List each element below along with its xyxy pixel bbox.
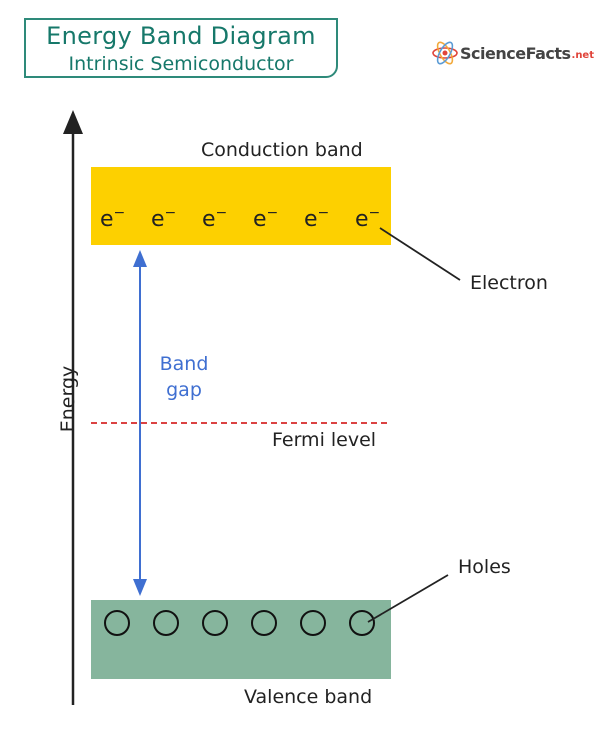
fermi-level-label: Fermi level	[272, 429, 377, 451]
hole	[104, 610, 130, 636]
electron-label: Electron	[470, 272, 548, 294]
band-gap-label-line2: gap	[166, 379, 202, 401]
electron: e−	[202, 205, 228, 232]
electron: e−	[355, 205, 381, 232]
band-gap-label: Band gap	[144, 351, 224, 403]
energy-axis-arrowhead	[63, 110, 83, 134]
electron: e−	[304, 205, 330, 232]
conduction-band-label: Conduction band	[201, 139, 363, 161]
valence-band	[91, 600, 391, 679]
electron: e−	[253, 205, 279, 232]
electron-pointer-line	[379, 227, 461, 281]
hole	[349, 610, 375, 636]
energy-axis-label: Energy	[57, 365, 79, 433]
diagram-title: Energy Band Diagram	[46, 22, 316, 50]
hole	[251, 610, 277, 636]
electron: e−	[151, 205, 177, 232]
holes-pointer-line	[367, 574, 449, 623]
logo-text: ScienceFacts	[460, 43, 571, 63]
title-box: Energy Band Diagram Intrinsic Semiconduc…	[24, 18, 338, 78]
holes-group	[104, 610, 375, 636]
valence-band-label: Valence band	[244, 686, 373, 708]
hole	[153, 610, 179, 636]
atom-icon	[432, 41, 458, 65]
sciencefacts-logo: ScienceFacts .net	[430, 40, 594, 66]
holes-label: Holes	[458, 556, 511, 578]
conduction-band	[91, 167, 391, 245]
hole	[300, 610, 326, 636]
electron: e−	[100, 205, 126, 232]
logo-suffix: .net	[571, 49, 594, 61]
diagram-subtitle: Intrinsic Semiconductor	[68, 53, 294, 75]
band-gap-label-line1: Band	[159, 353, 209, 375]
hole	[202, 610, 228, 636]
band-gap-arrow	[133, 250, 147, 596]
